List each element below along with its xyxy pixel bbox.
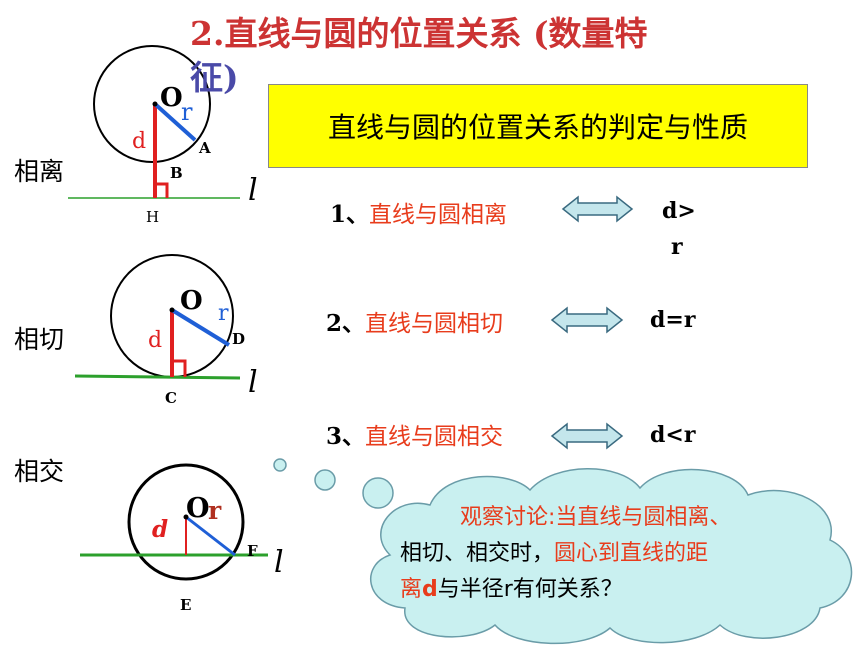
- label-l-1: l: [248, 173, 258, 208]
- title-part-2: 征): [190, 58, 239, 97]
- label-F: F: [247, 542, 258, 560]
- label-C: C: [165, 389, 177, 407]
- thought-cloud: [273, 458, 853, 645]
- segment-r-2: [170, 308, 231, 347]
- slide-title: 2.直线与圆的位置关系 (数量特 征): [190, 12, 750, 100]
- cloud-line-1: 观察讨论:当直线与圆相离、: [400, 500, 830, 536]
- relation-1-line2: r: [671, 234, 683, 260]
- cloud-line-2: 相切、相交时，圆心到直线的距: [400, 536, 830, 572]
- label-d-2: d: [148, 328, 162, 353]
- right-angle-2: [172, 359, 187, 377]
- circle-1: [93, 45, 211, 163]
- label-l-2: l: [248, 365, 258, 400]
- side-label-separate: 相离: [14, 157, 65, 186]
- right-angle-1: [155, 182, 169, 198]
- cloud-question: 观察讨论:当直线与圆相离、 相切、相交时，圆心到直线的距 离d与半径r有何关系？: [400, 500, 830, 608]
- title-part-1: 2.直线与圆的位置关系 (数量特: [190, 14, 648, 53]
- double-arrow-1: [561, 195, 634, 223]
- case-3: 3、直线与圆相交: [326, 417, 503, 451]
- case-1-number: 1、: [330, 201, 370, 228]
- label-H: H: [146, 208, 159, 226]
- cloud-bubble-small: [273, 458, 287, 472]
- label-r-3: r: [208, 496, 222, 525]
- cloud-line-3b: d: [422, 577, 438, 602]
- case-1-text: 直线与圆相离: [369, 202, 508, 228]
- circle-3: [127, 463, 245, 581]
- segment-r-3: [185, 515, 236, 557]
- label-O-3: O: [186, 493, 210, 524]
- cloud-line-3c: 与半径r有何关系？: [437, 577, 623, 602]
- center-dot-1: [152, 101, 158, 107]
- case-3-text: 直线与圆相交: [365, 424, 504, 450]
- double-arrow-2: [550, 306, 624, 334]
- center-dot-3: [183, 514, 189, 520]
- center-dot-2: [169, 307, 175, 313]
- case-2-text: 直线与圆相切: [365, 311, 504, 337]
- label-O-2: O: [180, 286, 203, 316]
- label-r-1: r: [181, 98, 193, 126]
- case-3-number: 3、: [326, 423, 366, 450]
- cloud-line-3a: 离: [400, 577, 423, 602]
- diagram-separate: O r d A B H l: [68, 45, 258, 226]
- label-A: A: [198, 139, 211, 157]
- side-label-intersect: 相交: [14, 457, 65, 486]
- label-d-3: d: [152, 516, 168, 543]
- diagram-tangent: O r d D C l: [74, 254, 258, 407]
- line-l-2: [74, 374, 241, 380]
- segment-r-1: [153, 102, 197, 142]
- cloud-line-2b: 圆心到直线的距: [554, 541, 709, 566]
- case-2: 2、直线与圆相切: [326, 304, 503, 338]
- topic-banner: 直线与圆的位置关系的判定与性质: [268, 84, 808, 168]
- side-label-tangent: 相切: [14, 325, 65, 354]
- cloud-bubble-medium: [314, 469, 336, 491]
- label-l-3: l: [274, 545, 284, 580]
- case-2-number: 2、: [326, 310, 366, 337]
- label-B: B: [170, 164, 183, 182]
- cloud-line-3: 离d与半径r有何关系？: [400, 572, 830, 608]
- label-O-1: O: [160, 83, 183, 113]
- case-1: 1、直线与圆相离: [330, 195, 507, 229]
- relation-2: d=r: [650, 307, 696, 333]
- relation-3: d<r: [650, 422, 696, 448]
- cloud-line-2a: 相切、相交时，: [400, 541, 555, 566]
- label-d-1: d: [132, 129, 146, 154]
- cloud-body: [370, 468, 853, 645]
- label-D: D: [232, 330, 245, 348]
- relation-1-line1: d>: [662, 198, 696, 224]
- diagram-intersect: O r d F E l: [80, 463, 284, 614]
- cloud-line-1-text: 观察讨论:当直线与圆相离、: [460, 505, 732, 530]
- label-E: E: [180, 596, 191, 614]
- double-arrow-3: [550, 422, 624, 450]
- label-r-2: r: [218, 301, 229, 326]
- cloud-bubble-large: [362, 477, 394, 509]
